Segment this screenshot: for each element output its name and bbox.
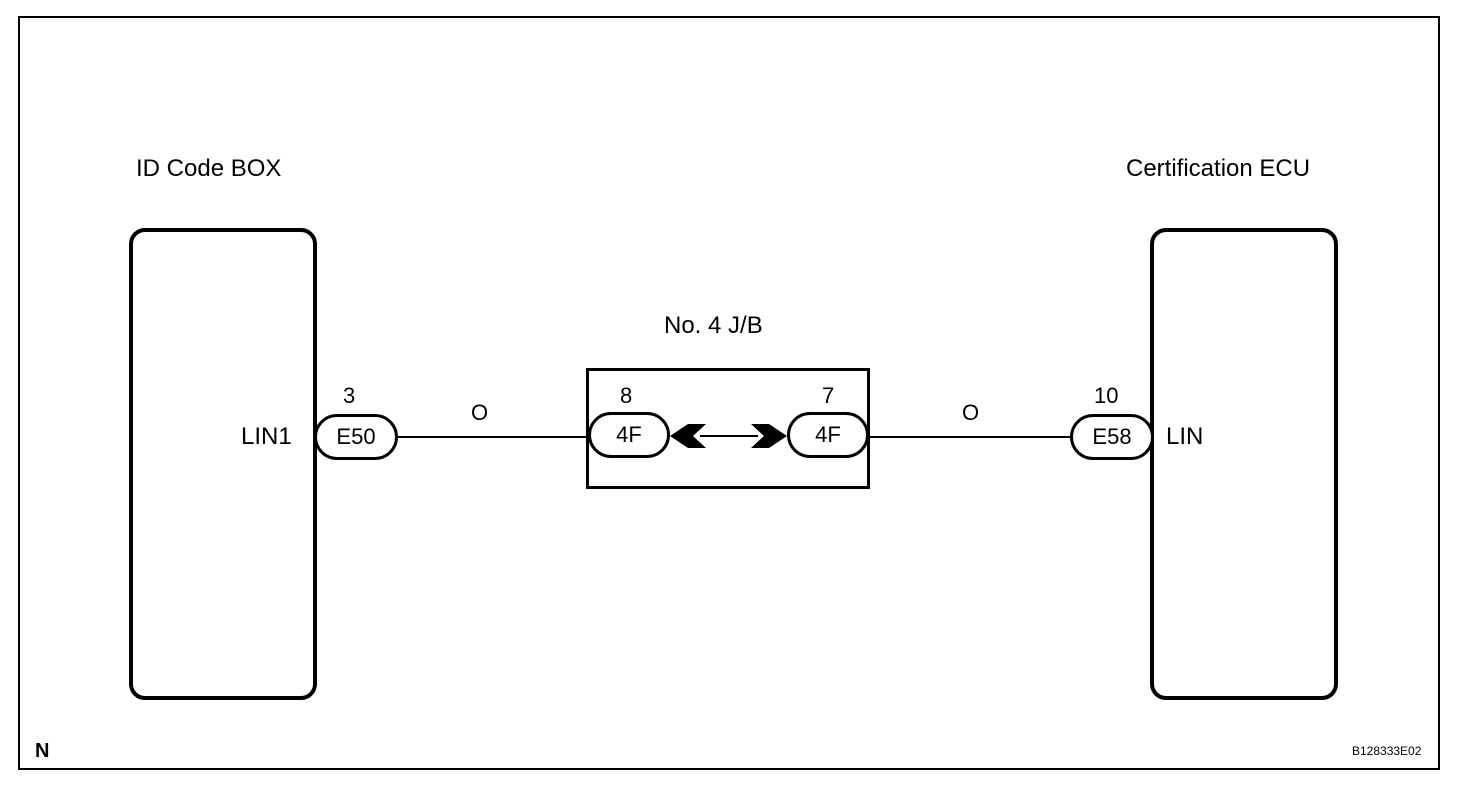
right-wire xyxy=(868,436,1073,438)
right-connector: E58 xyxy=(1070,414,1154,460)
right-component-label: Certification ECU xyxy=(1126,155,1311,182)
left-component-label: ID Code BOX xyxy=(136,155,282,182)
junction-right-pin: 7 xyxy=(822,383,835,408)
diagram-frame xyxy=(18,16,1440,770)
left-connector: E50 xyxy=(314,414,398,460)
right-component-box xyxy=(1150,228,1338,700)
left-terminal-label: LIN1 xyxy=(241,423,292,450)
figure-id: B128333E02 xyxy=(1352,744,1422,758)
left-component-box xyxy=(129,228,317,700)
right-chevron-icon xyxy=(751,424,787,448)
junction-left-pin: 8 xyxy=(620,383,633,408)
left-pin-number: 3 xyxy=(343,383,356,408)
corner-mark: N xyxy=(35,740,50,762)
left-chevron-icon xyxy=(670,424,706,448)
junction-left-connector: 4F xyxy=(588,412,670,458)
junction-right-connector: 4F xyxy=(787,412,869,458)
junction-block-label: No. 4 J/B xyxy=(664,312,763,339)
left-wire-color: O xyxy=(471,400,489,425)
right-wire-color: O xyxy=(962,400,980,425)
left-wire xyxy=(397,436,587,438)
right-terminal-label: LIN xyxy=(1166,423,1204,450)
right-pin-number: 10 xyxy=(1094,383,1119,408)
